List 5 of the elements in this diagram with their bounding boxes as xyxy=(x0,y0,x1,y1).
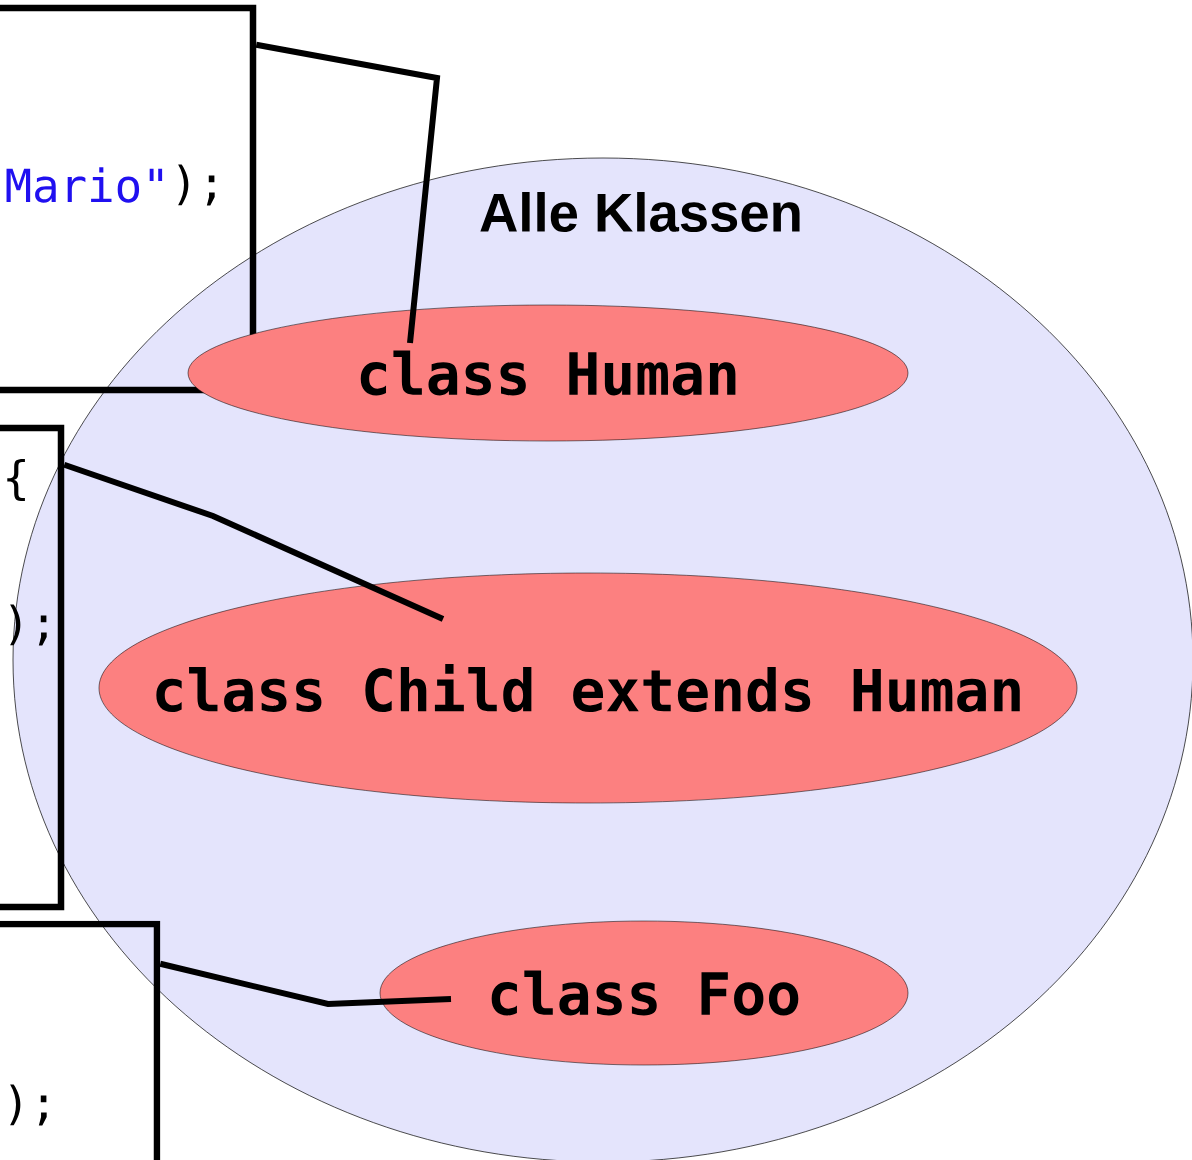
code-box: { ); xyxy=(0,424,65,911)
leader-line xyxy=(63,461,445,622)
code-box: ); xyxy=(0,920,161,1160)
leader-line xyxy=(255,41,441,344)
leader-line xyxy=(159,960,452,1008)
